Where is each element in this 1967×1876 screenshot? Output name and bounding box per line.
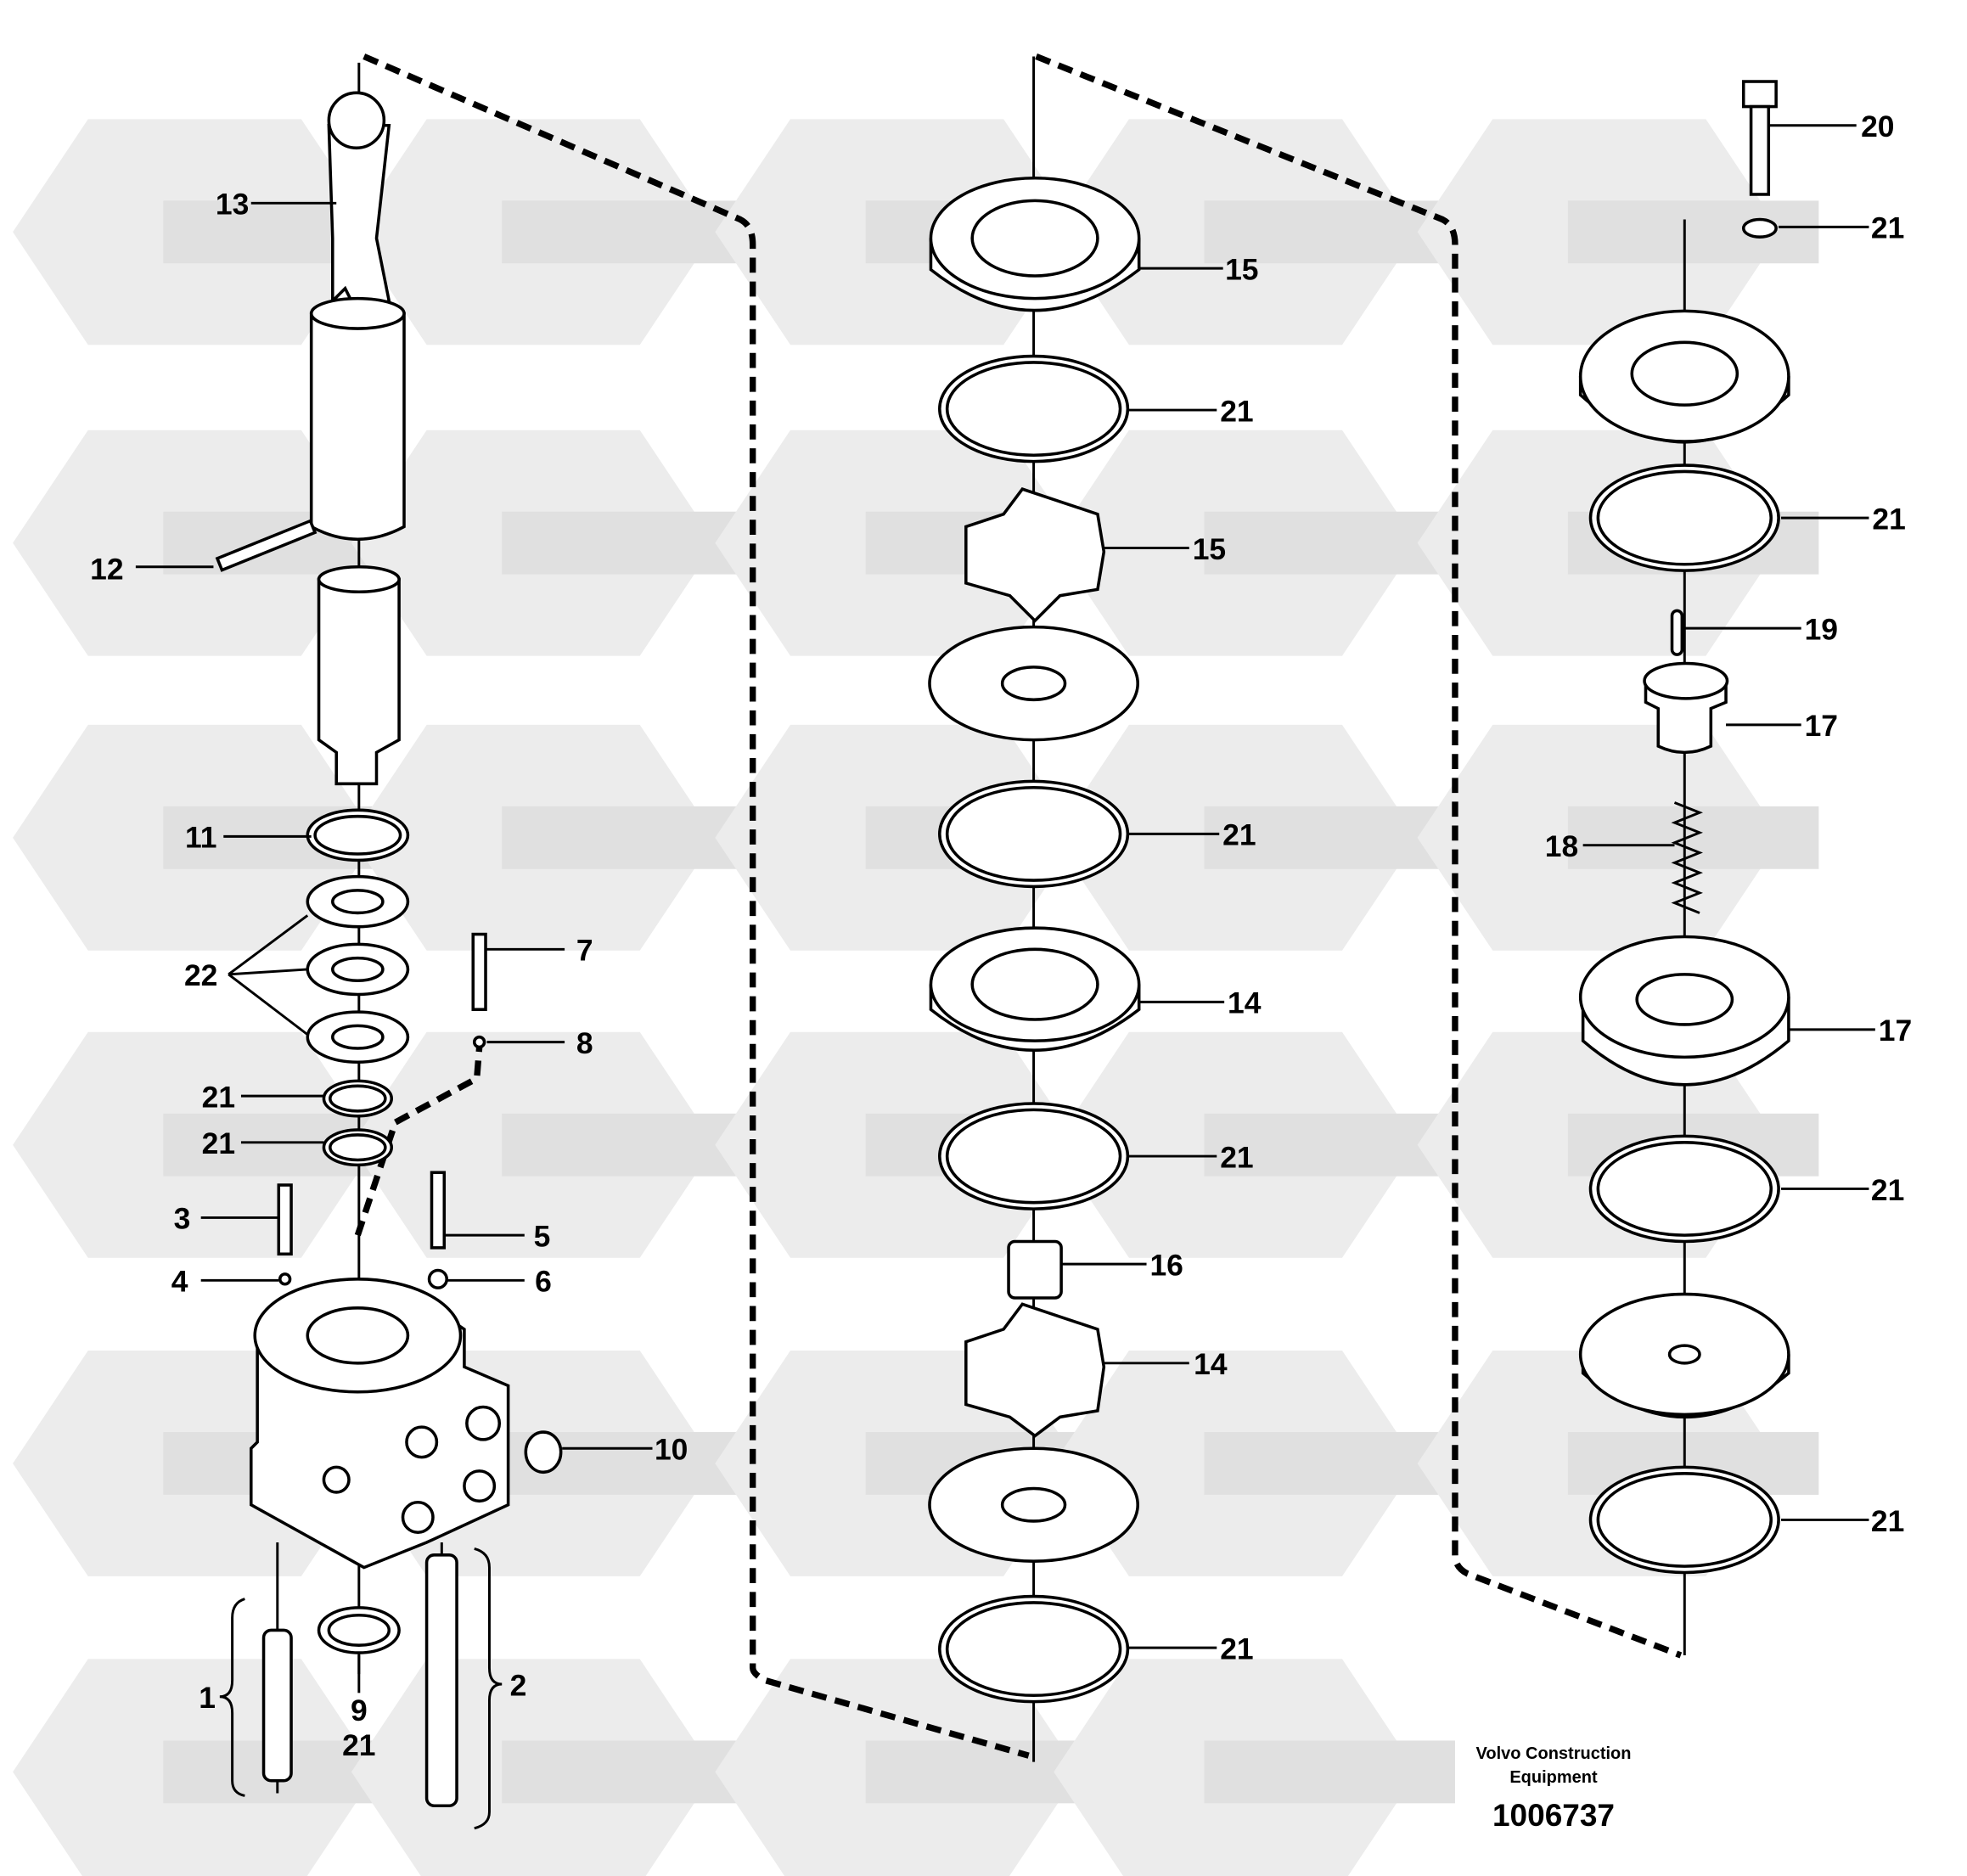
callout-number-12: 12	[90, 553, 123, 587]
callout-number-21: 21	[1871, 211, 1904, 245]
watermark-tile	[1054, 724, 1455, 951]
callout-number-8: 8	[576, 1026, 593, 1060]
callout-number-15: 15	[1225, 252, 1258, 286]
parts	[215, 80, 1790, 1830]
callout-number-21: 21	[1871, 1173, 1904, 1207]
callout-number-5: 5	[534, 1219, 551, 1253]
callout-number-2: 2	[510, 1668, 527, 1702]
check-valve	[1644, 681, 1728, 755]
callout-number-1: 1	[199, 1681, 216, 1715]
callout-number-10: 10	[655, 1433, 688, 1467]
callout-number-17: 17	[1805, 709, 1838, 743]
spool	[317, 577, 401, 786]
callout-number-19: 19	[1805, 612, 1838, 646]
rotor-14	[964, 1302, 1106, 1438]
watermark-tile	[1054, 430, 1455, 656]
watermark-tile	[351, 1659, 753, 1876]
callout-leader-line	[228, 968, 308, 976]
sleeve	[309, 312, 406, 541]
watermark-tile	[351, 119, 753, 345]
callout-leader-line	[228, 973, 309, 1036]
callout-leader-line	[228, 914, 309, 976]
callout-number-21: 21	[202, 1126, 235, 1160]
callout-number-15: 15	[1193, 532, 1226, 566]
callout-number-17: 17	[1879, 1014, 1912, 1048]
callout-leaders	[135, 124, 1875, 1693]
callout-number-13: 13	[216, 188, 249, 222]
callout-number-18: 18	[1545, 829, 1578, 863]
drive-shaft	[327, 123, 391, 316]
callout-number-14: 14	[1194, 1347, 1228, 1381]
callout-number-22: 22	[184, 958, 217, 992]
assembly-frame-dashed	[354, 53, 1683, 1759]
callout-number-20: 20	[1861, 110, 1894, 143]
callout-number-9: 9	[351, 1693, 368, 1727]
callout-number-3: 3	[174, 1202, 191, 1236]
callout-number-14: 14	[1228, 986, 1262, 1020]
rotor-15	[964, 487, 1106, 623]
callout-number-21: 21	[342, 1728, 375, 1762]
watermark-tile	[1054, 1659, 1455, 1876]
watermark-tile	[1417, 724, 1819, 951]
watermark-tile	[351, 724, 753, 951]
callout-number-21: 21	[1222, 818, 1256, 852]
callout-number-7: 7	[576, 934, 593, 968]
callout-number-21: 21	[1872, 502, 1905, 536]
watermark-tile	[351, 1031, 753, 1258]
callout-number-11: 11	[185, 821, 216, 855]
watermark-layer	[13, 119, 1819, 1876]
callout-number-16: 16	[1149, 1248, 1183, 1282]
manufacturer-line-2: Equipment	[1509, 1768, 1598, 1787]
callout-number-21: 21	[1871, 1504, 1904, 1538]
callout-number-21: 21	[1220, 1140, 1253, 1174]
callout-number-21: 21	[1220, 1632, 1253, 1665]
manufacturer-line-1: Volvo Construction	[1475, 1744, 1632, 1763]
callout-number-21: 21	[202, 1080, 235, 1114]
watermark-tile	[351, 430, 753, 656]
callout-number-4: 4	[171, 1265, 188, 1299]
watermark-tile	[1054, 1351, 1455, 1576]
title-block: Volvo Construction Equipment 1006737	[1426, 1742, 1681, 1834]
callout-number-21: 21	[1220, 394, 1253, 428]
watermark-tile	[1417, 119, 1819, 345]
callout-number-6: 6	[535, 1265, 552, 1299]
drawing-number: 1006737	[1492, 1798, 1616, 1833]
watermark-tile	[1054, 1031, 1455, 1258]
